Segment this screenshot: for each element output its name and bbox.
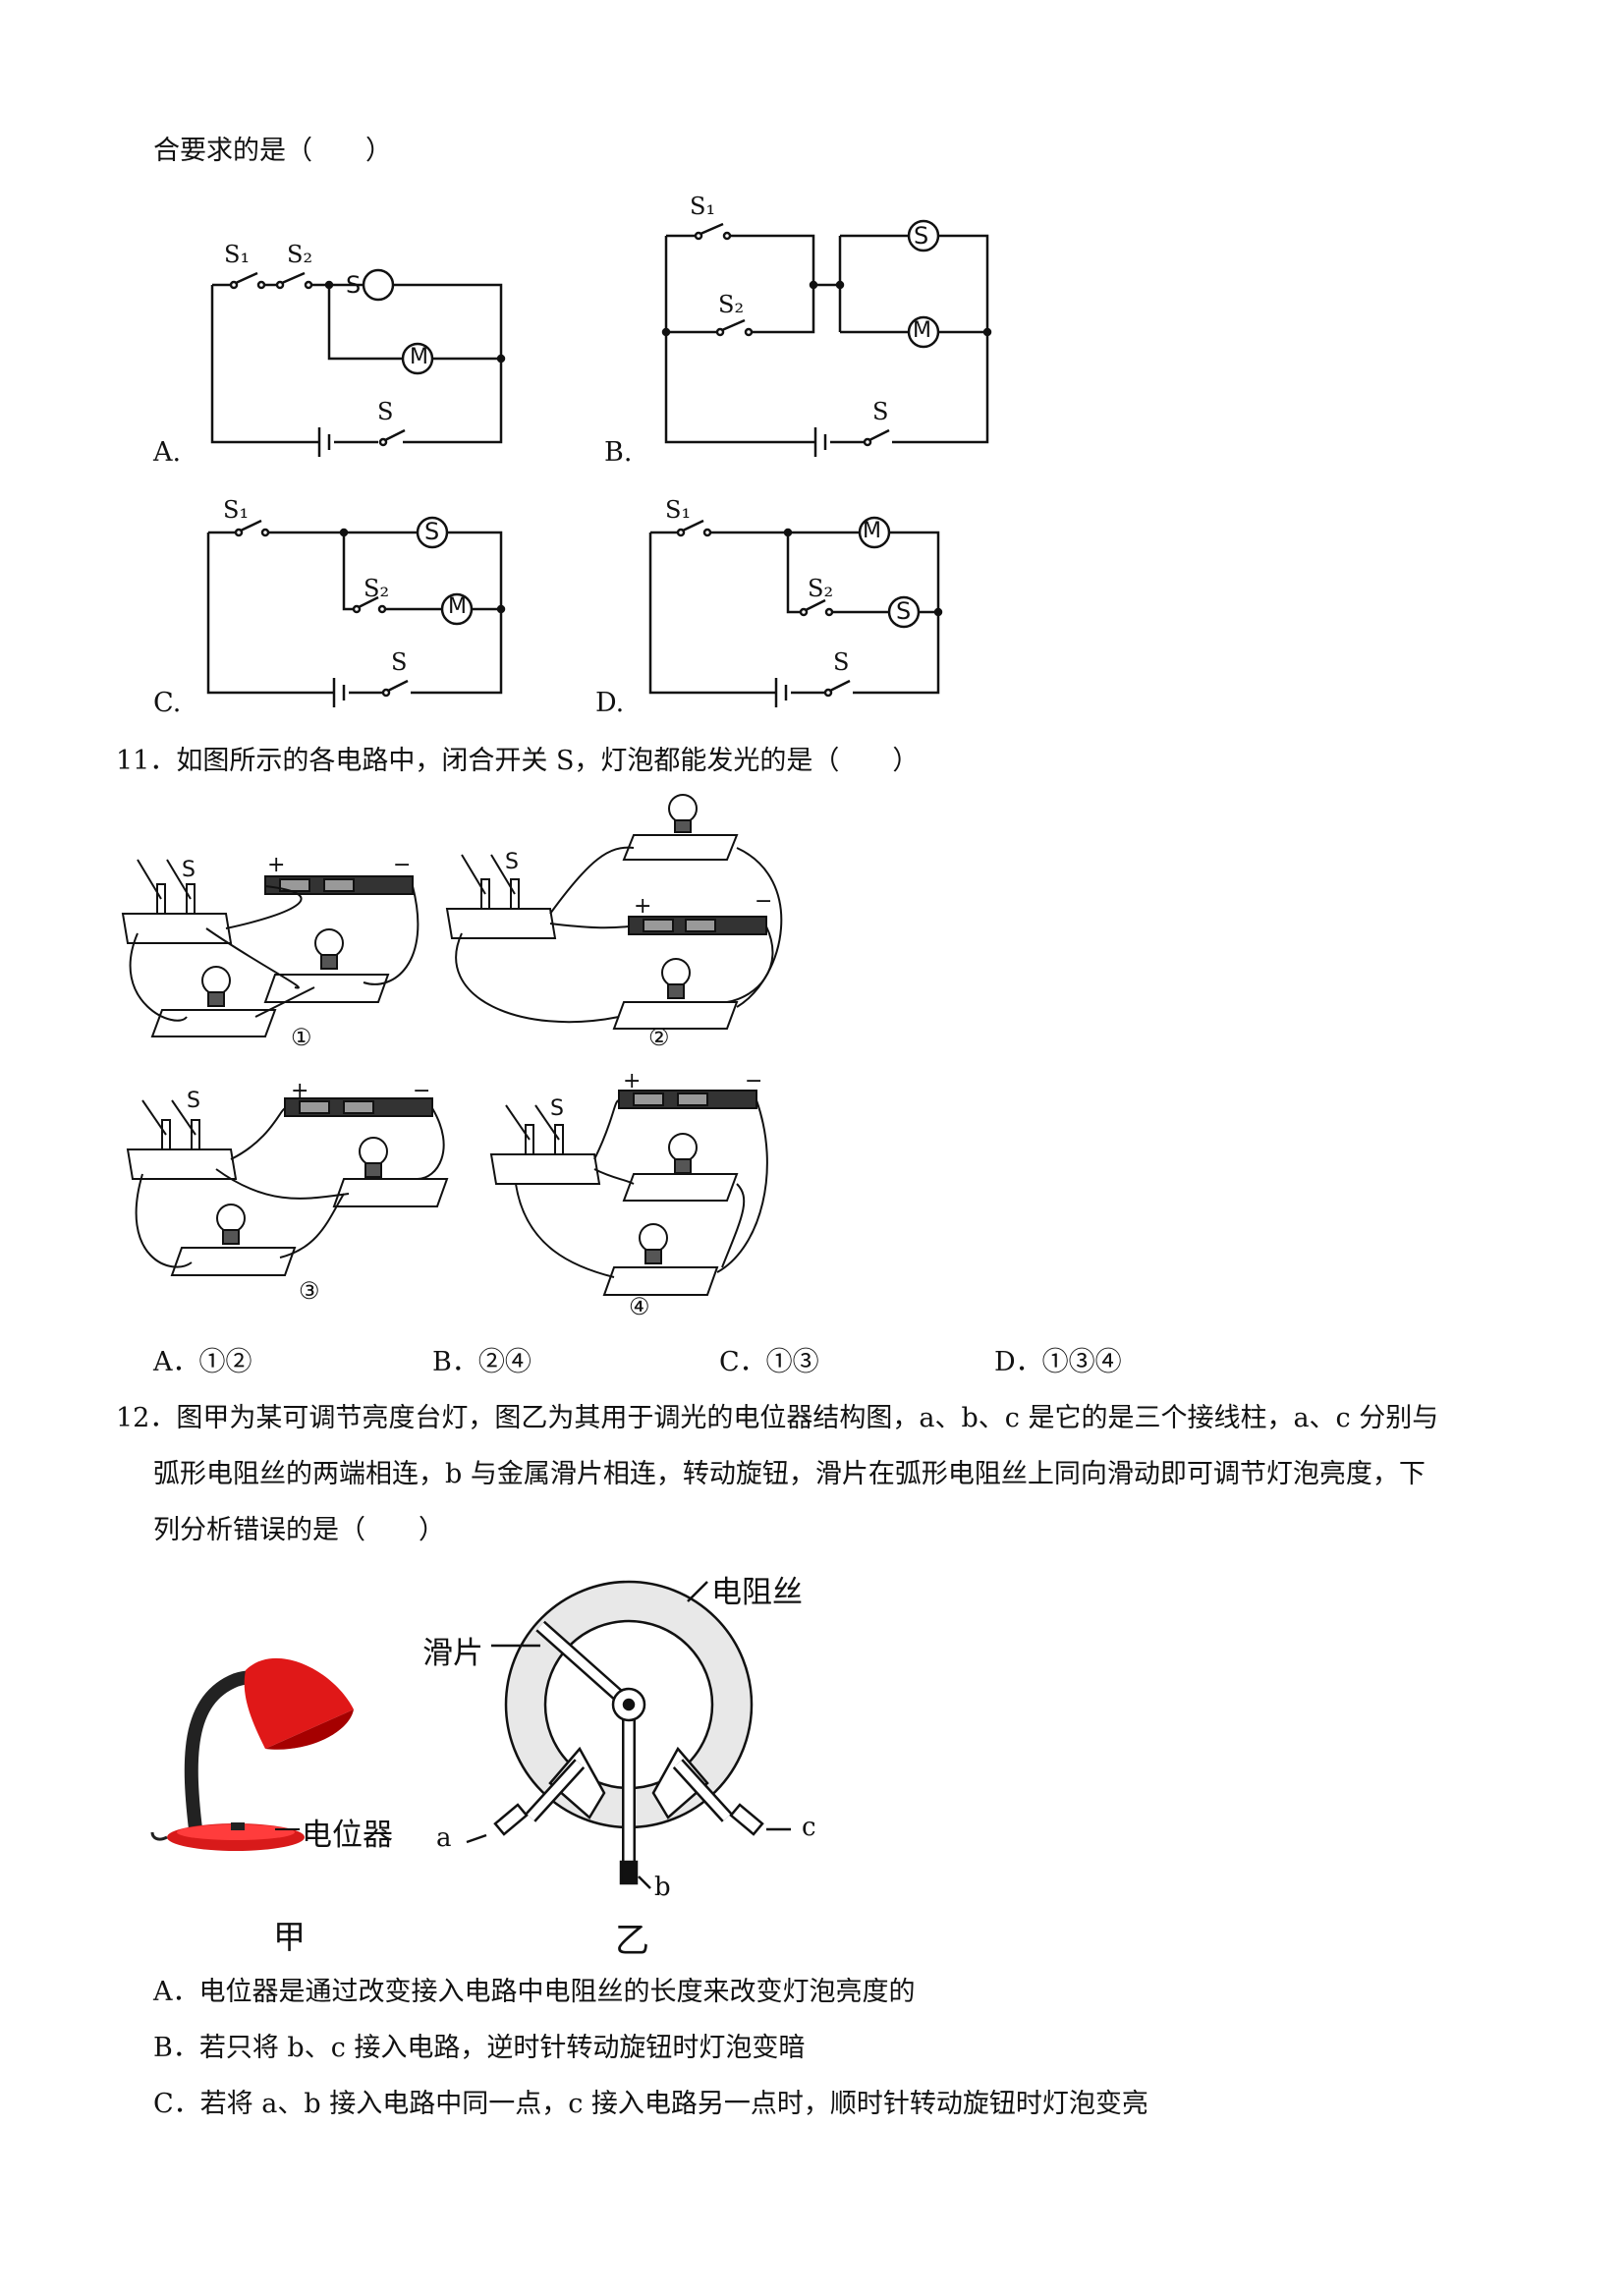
question-12-stem-line1: 12．图甲为某可调节亮度台灯，图乙为其用于调光的电位器结构图，a、b、c 是它的… — [116, 1403, 1439, 1433]
q12-option-c: C．若将 a、b 接入电路中同一点，c 接入电路另一点时，顺时针转动旋钮时灯泡变… — [153, 2089, 1148, 2119]
q11-fig2-minus: − — [755, 889, 773, 914]
q11-option-d: D．①③④ — [994, 1347, 1122, 1377]
q11-fig4-plus: + — [623, 1069, 642, 1093]
q11-fig4-label: ④ — [629, 1293, 650, 1320]
q11-fig4-switch-label: S — [550, 1096, 564, 1121]
circuit-b-s-label: S — [872, 398, 889, 425]
circuit-c-label: C. — [153, 688, 182, 718]
q11-fig2-switch-label: S — [505, 850, 519, 874]
q11-fig1-plus: + — [267, 853, 286, 877]
question-11-stem: 11．如图所示的各电路中，闭合开关 S，灯泡都能发光的是（ ） — [116, 746, 920, 776]
slider-label: 滑片 — [422, 1636, 483, 1671]
q11-fig4-minus: − — [745, 1069, 763, 1093]
figure-jia-label: 甲 — [273, 1918, 306, 1956]
circuit-b-motor: M — [913, 318, 931, 343]
figure-yi-label: 乙 — [615, 1922, 650, 1961]
circuit-c-s1-label: S₁ — [223, 496, 250, 524]
question-12-stem-line2: 弧形电阻丝的两端相连，b 与金属滑片相连，转动旋钮，滑片在弧形电阻丝上同向滑动即… — [153, 1459, 1426, 1489]
circuit-a-s1-label: S₁ — [224, 241, 251, 268]
circuit-diagram-d — [648, 516, 943, 707]
circuit-b-fan: S — [914, 222, 929, 250]
q11-fig1-switch-label: S — [182, 858, 196, 882]
q11-figure-2 — [445, 794, 783, 1030]
q11-fig3-label: ③ — [299, 1277, 320, 1305]
q11-fig2-label: ② — [648, 1024, 670, 1051]
terminal-c-label: c — [802, 1813, 816, 1842]
q11-fig3-minus: − — [413, 1079, 431, 1103]
q11-fig3-plus: + — [291, 1079, 309, 1103]
desk-lamp-illustration — [150, 1657, 354, 1851]
q11-option-a: A．①② — [153, 1347, 252, 1377]
q11-fig2-plus: + — [634, 894, 652, 919]
circuit-d-s1-label: S₁ — [665, 496, 692, 524]
circuit-a-s2-label: S₂ — [287, 241, 313, 268]
circuit-a-s-label: S — [377, 398, 394, 425]
circuit-d-s2-label: S₂ — [808, 575, 834, 602]
question-10-tail: 合要求的是（ ） — [153, 136, 392, 166]
q11-figure-4 — [489, 1090, 768, 1296]
potentiometer-label: 电位器 — [302, 1818, 393, 1853]
circuit-diagram-b — [661, 219, 992, 457]
q11-option-c: C．①③ — [719, 1347, 819, 1377]
q11-fig3-switch-label: S — [187, 1089, 200, 1113]
question-12-stem-line3: 列分析错误的是（ ） — [153, 1515, 445, 1545]
circuit-c-s-label: S — [391, 648, 408, 676]
circuit-d-label: D. — [595, 688, 625, 718]
potentiometer-diagram — [466, 1580, 791, 1889]
terminal-b-label: b — [654, 1873, 671, 1902]
circuit-a-fan: S — [346, 271, 362, 299]
circuit-c-motor: M — [448, 594, 467, 619]
q12-option-a: A．电位器是通过改变接入电路中电阻丝的长度来改变灯泡亮度的 — [153, 1977, 916, 2007]
circuit-c-fan: S — [424, 518, 440, 545]
circuit-b-label: B. — [604, 437, 633, 468]
q11-fig1-label: ① — [291, 1024, 312, 1051]
circuit-b-s2-label: S₂ — [718, 291, 745, 318]
circuit-d-fan: S — [896, 597, 912, 625]
circuit-d-motor: M — [863, 519, 881, 543]
circuit-diagram-c — [206, 516, 506, 707]
q11-figure-1 — [121, 859, 420, 1037]
circuit-a-label: A. — [153, 437, 182, 468]
circuit-d-s-label: S — [833, 648, 850, 676]
q11-fig1-minus: − — [393, 853, 412, 877]
circuit-b-s1-label: S₁ — [690, 193, 716, 220]
q11-option-b: B．②④ — [432, 1347, 532, 1377]
circuit-diagram-a — [210, 268, 506, 457]
terminal-a-label: a — [436, 1823, 452, 1853]
resistance-wire-label: 电阻丝 — [711, 1575, 803, 1610]
circuit-a-motor: M — [410, 345, 428, 369]
q11-figure-3 — [126, 1097, 449, 1276]
q12-option-b: B．若只将 b、c 接入电路，逆时针转动旋钮时灯泡变暗 — [153, 2033, 806, 2063]
circuit-c-s2-label: S₂ — [364, 575, 390, 602]
